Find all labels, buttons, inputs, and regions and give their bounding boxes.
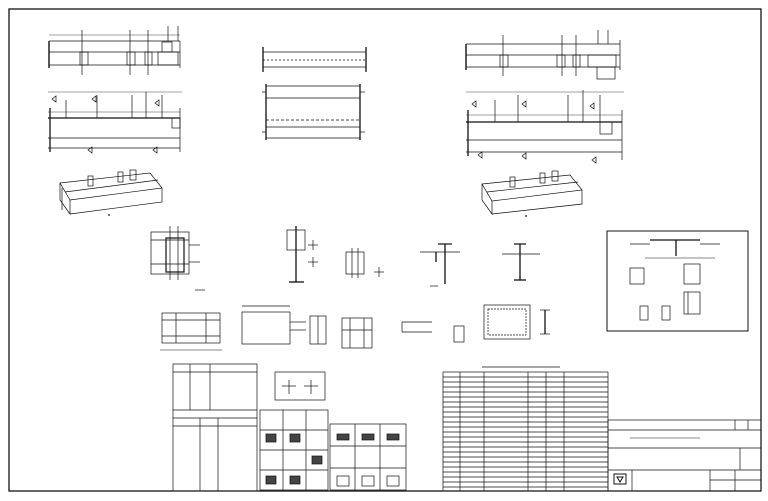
beam-plan-2 (262, 84, 365, 140)
detail-grid-2 (329, 423, 407, 491)
section-detail-b (286, 226, 318, 283)
beam-elevation-1 (48, 26, 181, 75)
section-detail-i (401, 321, 465, 343)
section-detail-h (341, 317, 373, 349)
part-table-left (172, 363, 258, 492)
section-detail-a (150, 226, 205, 291)
section-detail-c (345, 248, 384, 278)
beam-iso-1 (59, 169, 163, 216)
company-logo-icon (613, 473, 627, 485)
detail-grid-1 (259, 409, 329, 491)
section-detail-j (483, 304, 550, 340)
section-detail-e (502, 243, 540, 281)
beam-elevation-2 (262, 47, 367, 72)
section-detail-d (420, 243, 460, 287)
section-detail-f (160, 312, 222, 351)
weld-symbol-box (274, 371, 326, 401)
sheet-border (8, 8, 762, 492)
title-block (607, 419, 762, 492)
beam-elevation-3 (465, 30, 621, 80)
material-table (442, 366, 609, 492)
section-detail-g (241, 305, 327, 345)
detail-note-box (606, 230, 749, 332)
beam-iso-3 (481, 170, 583, 217)
beam-plan-1 (48, 91, 182, 154)
beam-plan-3 (466, 90, 624, 164)
